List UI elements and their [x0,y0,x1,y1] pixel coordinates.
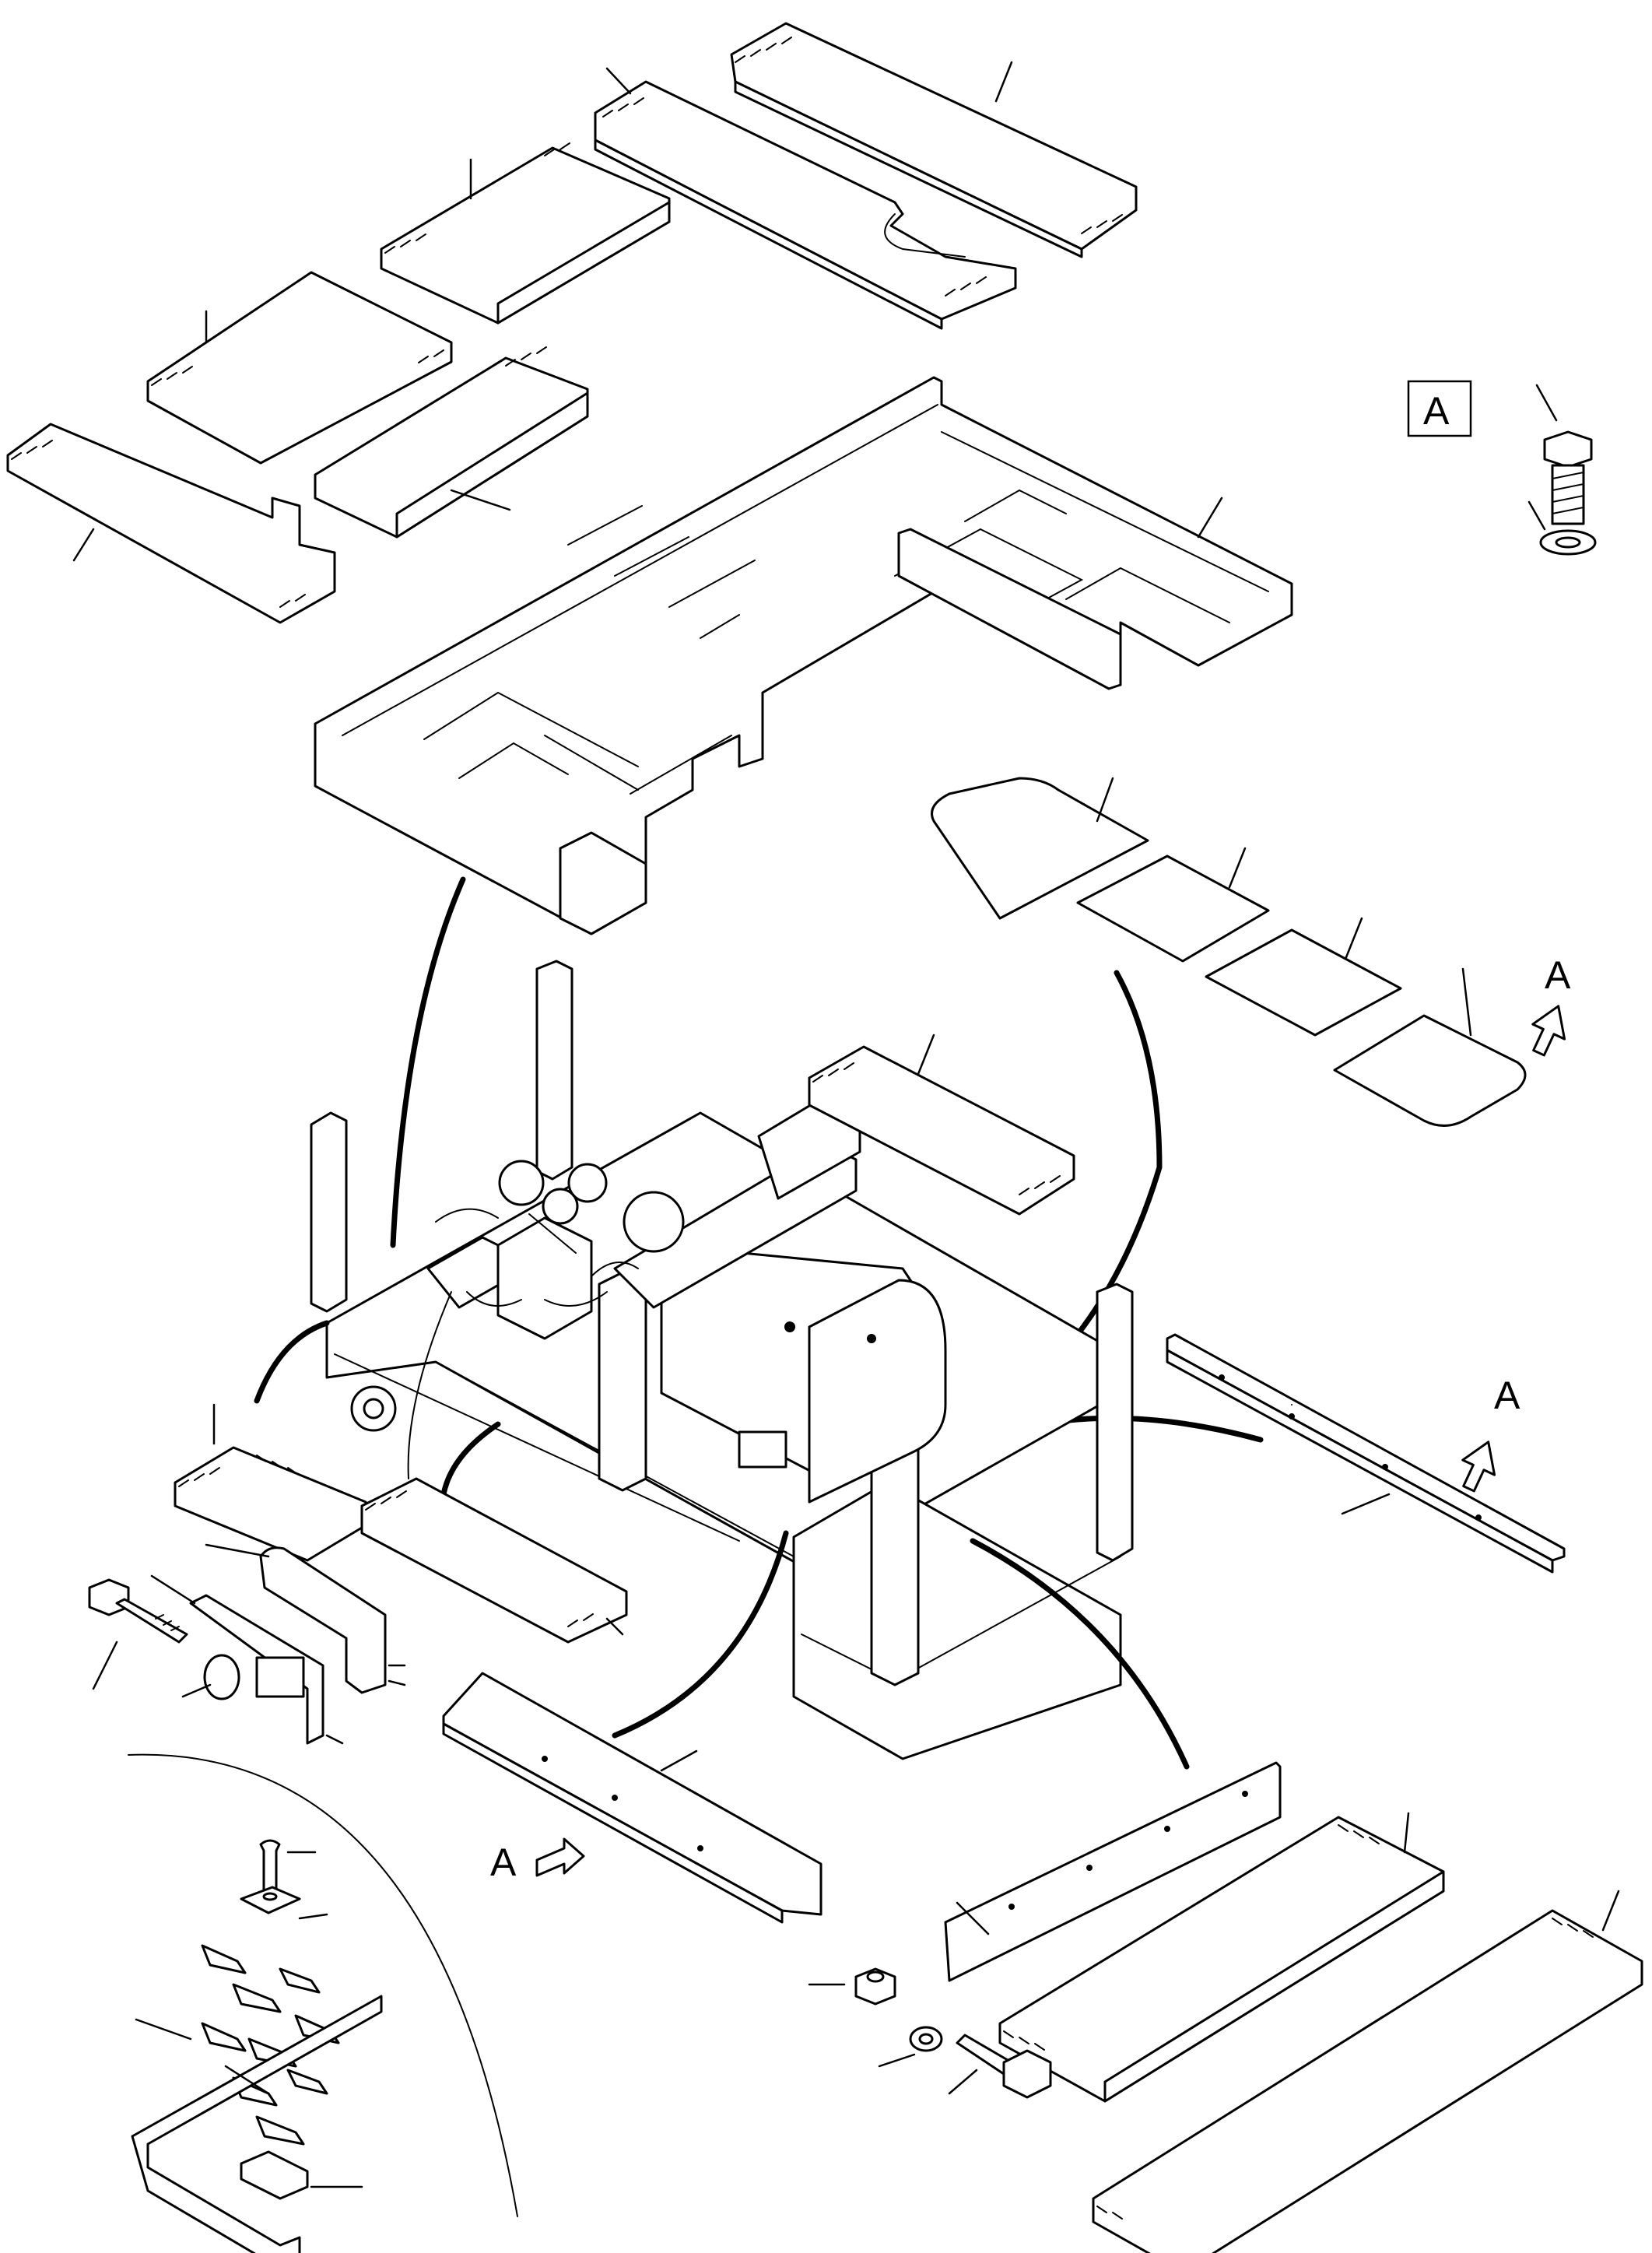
view-a-label-box [1407,380,1472,437]
floor-panel-small-1 [380,142,671,325]
cover-plates: A [931,777,1571,1127]
view-a-label: A [1423,389,1450,433]
connector-arc-left-panel [254,1320,330,1404]
arrow-a-label-2: A [1494,1374,1520,1417]
top-frame [314,376,1293,935]
machine-assembly [310,960,1134,1760]
floor-panel-lower-left-2 [360,1477,628,1644]
connector-arc-lower-left [440,1421,501,1497]
side-rail-right: A [1166,1333,1566,1574]
floor-panel-small-2 [146,271,453,465]
detail-view-a: A [1407,380,1597,556]
mount-brackets [150,1543,406,1745]
floor-panel-left-long [6,423,336,624]
floor-panel-top-long [730,22,1138,258]
connector-arc-rail-left [612,1530,789,1739]
floor-panel-notched [594,67,1017,330]
detail-fastener [128,1753,518,2253]
arrow-a-label-3: A [490,1841,517,1884]
floor-panel-mid [808,1034,1075,1216]
floor-panel-trough [314,346,589,539]
lower-right-parts [808,1761,1643,2253]
connector-arc-frame-left [390,876,466,1248]
detail-boundary-arc [128,1753,518,2217]
fastener-clip-cluster [201,1944,340,2146]
connector-arc-rail-lower-right [970,1538,1190,1770]
arrow-a-label-1: A [1545,953,1571,997]
floor-panel-lower-left-1 [174,1403,367,1562]
side-rail-lower-center: A [442,1672,822,1924]
bolt-spacer [88,1578,240,1700]
